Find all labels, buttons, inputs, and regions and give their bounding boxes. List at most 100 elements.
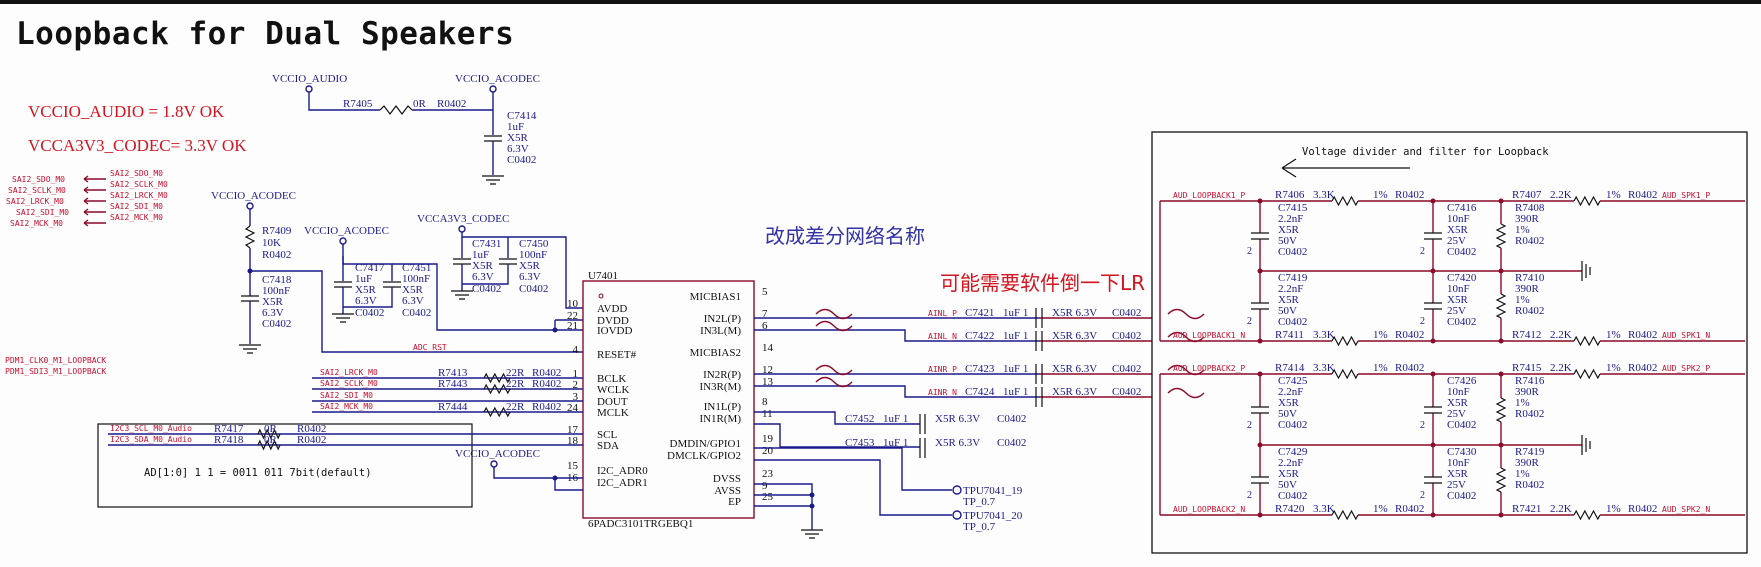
capacitor-filter xyxy=(1424,476,1442,484)
r7409-ref: R7409 xyxy=(262,225,292,237)
filter-cap-b-label: 25V xyxy=(1447,305,1466,317)
c7414-pkg: C0402 xyxy=(507,154,536,166)
filter-cap-b-label: 25V xyxy=(1447,408,1466,420)
series-right-pkg: R0402 xyxy=(1628,329,1657,341)
cap-spec: X5R 6.3V xyxy=(1052,363,1097,375)
junction xyxy=(552,475,558,481)
filter-cap-b-label: C0402 xyxy=(1447,246,1476,258)
series-right-ref: R7415 xyxy=(1512,362,1542,374)
cap-spec: X5R 6.3V xyxy=(1052,307,1097,319)
wire-iovdd xyxy=(392,263,583,331)
loopback-net: AUD_LOOPBACK2_P xyxy=(1173,364,1245,373)
ic-pin-name: DVDD xyxy=(597,315,629,327)
ic-pin-num: 10 xyxy=(567,298,579,310)
right-net-1: SAI2_SCLK_M0 xyxy=(110,180,168,189)
ic-pin-num: 13 xyxy=(762,376,774,388)
ic-u7401-body xyxy=(582,280,755,519)
sai-net: SAI2_MCK_M0 xyxy=(320,402,373,411)
filter-cap-b-label: X5R xyxy=(1447,224,1468,236)
ic-pin-num: 24 xyxy=(567,402,579,414)
filter-cap-b-label: C7430 xyxy=(1447,446,1477,458)
series-left-ref: R7420 xyxy=(1275,503,1305,515)
capacitor-filter xyxy=(1424,302,1442,310)
filter-cap-a-label: 2.2nF xyxy=(1278,386,1303,398)
c7450-die: X5R xyxy=(519,260,540,272)
series-right-val: 2.2K xyxy=(1550,362,1572,374)
resistor xyxy=(483,372,511,384)
c7417-ref: C7417 xyxy=(355,262,385,274)
series-right-tol: 1% xyxy=(1606,329,1621,341)
series-left-val: 3.3K xyxy=(1313,362,1335,374)
right-net-0: SAI2_SDO_M0 xyxy=(110,169,163,178)
ic-pin-name: MICBIAS1 xyxy=(690,291,741,303)
filter-cap-a-label: X5R xyxy=(1278,468,1299,480)
note-vccio-audio: VCCIO_AUDIO = 1.8V OK xyxy=(28,102,225,121)
c7451-die: X5R xyxy=(402,284,423,296)
resistor-series xyxy=(1331,195,1359,207)
series-right-ref: R7407 xyxy=(1512,189,1542,201)
filter-cap-b-label: C0402 xyxy=(1447,419,1476,431)
test-point xyxy=(952,510,962,520)
tp1-val: TP_0.7 xyxy=(963,496,996,508)
series-left-pkg: R0402 xyxy=(1395,362,1424,374)
ic-pin-name: MICBIAS2 xyxy=(690,347,741,359)
series-left-tol: 1% xyxy=(1373,503,1388,515)
cap-pkg: C0402 xyxy=(1112,363,1141,375)
left-arrow-icon xyxy=(1281,158,1410,178)
c7451-ref: C7451 xyxy=(402,262,431,274)
c7417-pkg: C0402 xyxy=(355,307,384,319)
sai-res-ref: R7443 xyxy=(438,378,468,390)
resistor xyxy=(257,439,281,451)
c7417-die: X5R xyxy=(355,284,376,296)
ic-pin-name: IN2R(P) xyxy=(703,369,741,381)
wire xyxy=(342,287,393,314)
left-net-labels: SAI2_SDO_M0 SAI2_SCLK_M0 SAI2_LRCK_M0 SA… xyxy=(6,169,168,228)
capacitor-filter xyxy=(1251,406,1269,414)
resistor-shunt xyxy=(1495,467,1507,493)
ic-pin-num: 5 xyxy=(762,286,768,298)
ic-pin-num: 18 xyxy=(567,435,579,447)
ic-pin-name: IN1R(M) xyxy=(699,413,741,425)
capacitor-c7414 xyxy=(484,135,502,142)
resistor xyxy=(483,383,511,395)
cap-val: 1uF 1 xyxy=(1003,307,1028,319)
c7418-die: X5R xyxy=(262,296,283,308)
speaker-net: AUD_SPK2_N xyxy=(1662,505,1710,514)
wire-adc-rst xyxy=(250,270,583,353)
series-right-val: 2.2K xyxy=(1550,189,1572,201)
right-net-3: SAI2_SDI_M0 xyxy=(110,202,163,211)
cap-pin-num: 2 xyxy=(1420,420,1425,431)
filter-cap-b-label: C7416 xyxy=(1447,202,1477,214)
ic-pin-num: 4 xyxy=(573,344,579,356)
series-left-val: 3.3K xyxy=(1313,329,1335,341)
capacitor-filter xyxy=(1251,476,1269,484)
tp2-ref: TPU7041_20 xyxy=(963,510,1023,522)
right-net-4: SAI2_MCK_M0 xyxy=(110,213,163,222)
speaker-net: AUD_SPK1_P xyxy=(1662,191,1710,200)
series-right-pkg: R0402 xyxy=(1628,362,1657,374)
sai-res-ref: R7413 xyxy=(438,367,468,379)
diff-mark xyxy=(1167,308,1205,320)
series-left-ref: R7406 xyxy=(1275,189,1305,201)
c7451-pkg: C0402 xyxy=(402,307,431,319)
test-point xyxy=(952,485,962,495)
ic-pin-num: 15 xyxy=(567,460,579,472)
ic-pin-name: BCLK xyxy=(597,373,626,385)
shunt-res-label: 1% xyxy=(1515,294,1530,306)
power-port xyxy=(305,85,313,93)
series-right-val: 2.2K xyxy=(1550,329,1572,341)
filter-cap-b-label: 10nF xyxy=(1447,283,1470,295)
rail-vcca3v3-label: VCCA3V3_CODEC xyxy=(417,213,509,225)
filter-cap-a-label: C0402 xyxy=(1278,419,1307,431)
pdm-net-1: PDM1_SDI3_M1_LOOPBACK xyxy=(5,367,106,376)
c7450-volt: 6.3V xyxy=(519,271,541,283)
series-left-tol: 1% xyxy=(1373,329,1388,341)
ic-pin-name: RESET# xyxy=(597,349,637,361)
ground-icon xyxy=(1581,435,1591,455)
shunt-res-label: 1% xyxy=(1515,397,1530,409)
shunt-res-label: R0402 xyxy=(1515,235,1544,247)
tp2-val: TP_0.7 xyxy=(963,521,996,533)
series-right-ref: R7421 xyxy=(1512,503,1541,515)
capacitor xyxy=(1035,387,1043,407)
